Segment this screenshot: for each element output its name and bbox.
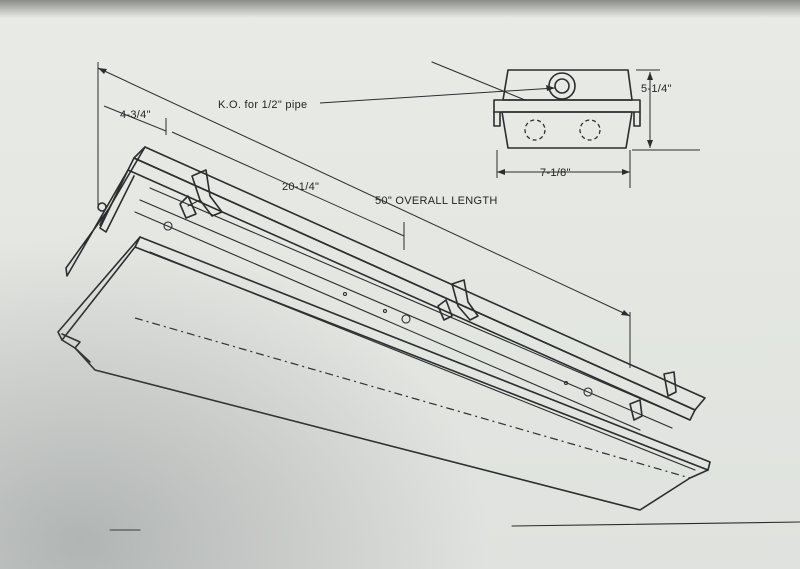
box-knockout-right: [579, 119, 601, 141]
box-height-label: 5-1/4": [641, 83, 672, 95]
table-edge: [511, 521, 800, 527]
overall-length-dimension: [97, 62, 631, 368]
knockout-label: K.O. for 1/2" pipe: [218, 99, 307, 111]
box-height-dimension: [632, 69, 700, 151]
end-offset-label: 4-3/4": [120, 109, 151, 121]
box-knockout-left: [524, 119, 546, 141]
end-knockout: [97, 202, 107, 212]
box-width-label: 7-1/8": [540, 167, 571, 179]
box-knockout-top: [548, 72, 576, 100]
mount-spacing-label: 20-1/4": [282, 181, 319, 193]
overall-length-label: 50" OVERALL LENGTH: [375, 195, 498, 207]
junction-box-detail: [319, 61, 641, 149]
